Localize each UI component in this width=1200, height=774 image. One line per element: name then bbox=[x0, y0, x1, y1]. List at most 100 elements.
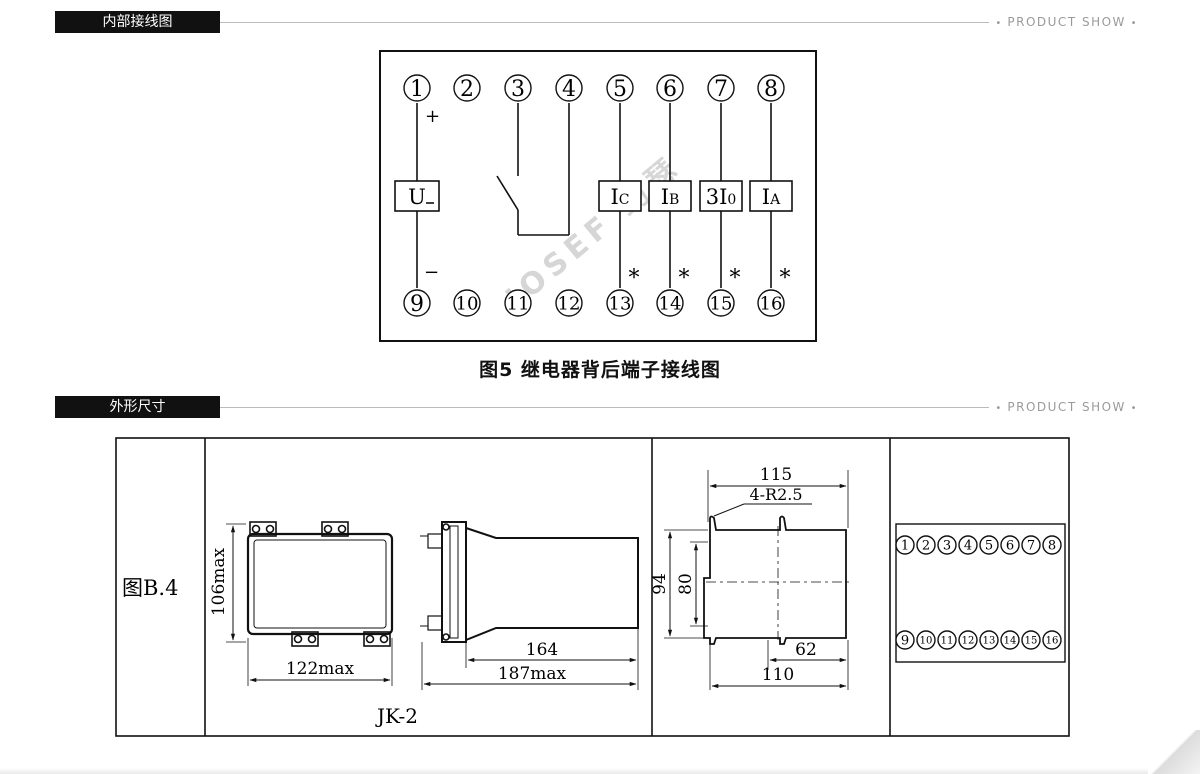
terminal-8: 8 bbox=[757, 74, 785, 102]
terminal-2: 2 bbox=[453, 74, 481, 102]
contact-blade bbox=[496, 175, 519, 211]
diagram-frame bbox=[379, 50, 817, 342]
terminal-circle bbox=[555, 289, 583, 317]
box-label: IC bbox=[610, 185, 629, 209]
tv-terminal-14: 14 bbox=[1000, 630, 1020, 650]
terminal-number: 15 bbox=[710, 293, 733, 314]
tv-terminal-7: 7 bbox=[1021, 535, 1041, 555]
terminal-4: 4 bbox=[555, 74, 583, 102]
box-label: IA bbox=[762, 185, 781, 209]
terminal-number: 5 bbox=[985, 539, 993, 554]
terminal-circle bbox=[1021, 535, 1041, 555]
current-box-3: 3I0 bbox=[699, 180, 743, 212]
cutout-bottom-inner-label: 62 bbox=[795, 640, 817, 660]
minus-sign: − bbox=[424, 262, 439, 283]
product-show-label: PRODUCT SHOW bbox=[1007, 15, 1126, 29]
box-label: 3I0 bbox=[706, 185, 737, 209]
terminal-circle bbox=[606, 74, 634, 102]
tv-terminal-6: 6 bbox=[1000, 535, 1020, 555]
terminal-circle bbox=[606, 289, 634, 317]
terminal-number: 16 bbox=[760, 293, 783, 314]
tv-terminal-13: 13 bbox=[979, 630, 999, 650]
tv-terminal-3: 3 bbox=[937, 535, 957, 555]
polarity-star: * bbox=[730, 266, 741, 291]
cutout-top-label: 115 bbox=[760, 465, 792, 485]
figure-label: 图B.4 bbox=[122, 576, 178, 600]
terminal-3: 3 bbox=[504, 74, 532, 102]
terminal-circle bbox=[916, 630, 936, 650]
terminal-circle bbox=[1042, 630, 1062, 650]
box-label: IB bbox=[661, 185, 680, 209]
side-view bbox=[420, 521, 639, 690]
tv-terminal-9: 9 bbox=[895, 630, 915, 650]
side-body-length-label: 164 bbox=[526, 640, 558, 660]
terminal-number: 6 bbox=[1006, 539, 1014, 554]
section-divider bbox=[220, 22, 1144, 23]
terminal-circle bbox=[895, 535, 915, 555]
terminal-circle bbox=[937, 535, 957, 555]
polarity-star: * bbox=[780, 266, 791, 291]
terminal-number: 6 bbox=[663, 77, 677, 102]
terminal-number: 16 bbox=[1046, 636, 1059, 647]
box-outline bbox=[699, 180, 743, 212]
terminal-number: 8 bbox=[1048, 539, 1056, 554]
terminal-circle bbox=[979, 630, 999, 650]
terminal-number: 3 bbox=[943, 539, 951, 554]
polarity-star: * bbox=[629, 266, 640, 291]
terminal-number: 13 bbox=[983, 636, 996, 647]
terminal-13: 13 bbox=[606, 289, 634, 317]
terminal-number: 12 bbox=[558, 293, 581, 314]
terminal-circle bbox=[979, 535, 999, 555]
terminal-number: 1 bbox=[901, 539, 909, 554]
terminal-5: 5 bbox=[606, 74, 634, 102]
current-box-2: IB bbox=[648, 180, 692, 212]
dimension-drawing: 图B.4 106max 122max 164 187max bbox=[115, 437, 1070, 737]
box-outline bbox=[598, 180, 642, 212]
terminal-circle bbox=[707, 74, 735, 102]
section-divider bbox=[220, 407, 1144, 408]
terminal-circle bbox=[403, 74, 431, 102]
voltage-box: U bbox=[394, 180, 440, 212]
front-height-label: 106max bbox=[209, 547, 229, 616]
terminal-circle bbox=[895, 630, 915, 650]
wiring-lines bbox=[416, 103, 772, 288]
terminal-number: 14 bbox=[1004, 636, 1017, 647]
tv-terminal-12: 12 bbox=[958, 630, 978, 650]
terminal-number: 9 bbox=[901, 634, 909, 649]
box-outline bbox=[394, 180, 440, 212]
terminal-number: 12 bbox=[962, 636, 975, 647]
terminal-circle bbox=[453, 289, 481, 317]
terminal-number: 9 bbox=[410, 292, 424, 317]
terminal-circle bbox=[504, 74, 532, 102]
terminal-circle bbox=[656, 74, 684, 102]
terminal-number: 5 bbox=[613, 77, 627, 102]
terminal-6: 6 bbox=[656, 74, 684, 102]
polarity-marks: * * * * bbox=[629, 266, 791, 291]
cutout-radius-label: 4-R2.5 bbox=[749, 485, 802, 504]
terminal-12: 12 bbox=[555, 289, 583, 317]
terminal-view-bottom-row: 9 10 11 12 13 14 15 16 bbox=[895, 630, 1062, 650]
terminal-number: 11 bbox=[941, 636, 954, 647]
terminal-circle bbox=[958, 535, 978, 555]
cutout-view bbox=[664, 470, 852, 690]
terminal-number: 2 bbox=[460, 77, 474, 102]
polarity-star: * bbox=[679, 266, 690, 291]
terminal-circle bbox=[707, 289, 735, 317]
terminal-number: 10 bbox=[920, 636, 933, 647]
tv-terminal-11: 11 bbox=[937, 630, 957, 650]
terminal-number: 4 bbox=[562, 77, 576, 102]
product-show-label: PRODUCT SHOW bbox=[1007, 400, 1126, 414]
element-boxes: U IC IB 3I0 IA bbox=[394, 180, 793, 212]
terminal-circle bbox=[504, 289, 532, 317]
terminal-11: 11 bbox=[504, 289, 532, 317]
box-label: U bbox=[408, 185, 426, 209]
box-outline bbox=[648, 180, 692, 212]
terminal-number: 15 bbox=[1025, 636, 1038, 647]
terminal-number: 14 bbox=[659, 293, 682, 314]
terminal-number: 7 bbox=[714, 77, 728, 102]
terminal-number: 4 bbox=[964, 539, 972, 554]
